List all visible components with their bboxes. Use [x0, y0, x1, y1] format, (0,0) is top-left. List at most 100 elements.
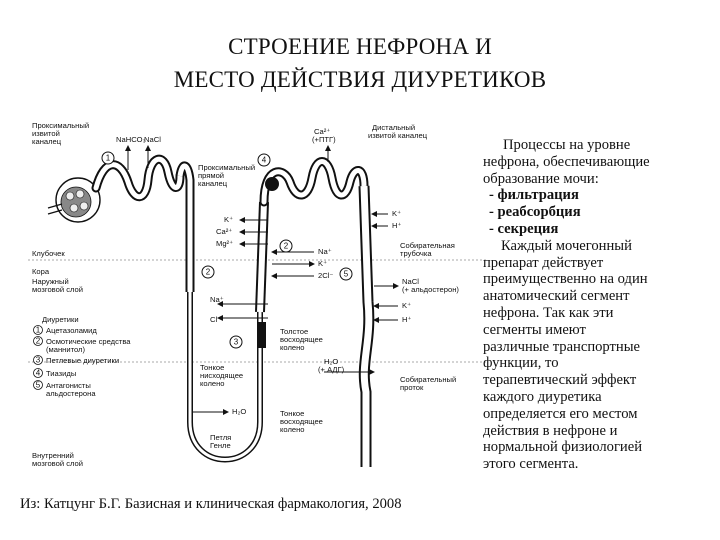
label-proximal-convoluted: каналец: [32, 137, 62, 146]
panel-line: сегменты имеют: [483, 321, 586, 338]
label-proximal-straight: Проксимальный: [198, 163, 255, 172]
label-ca-pth: Ca²⁺: [314, 127, 330, 136]
label-outer-medulla: мозговой слой: [32, 285, 83, 294]
label-inner-medulla: мозговой слой: [32, 459, 83, 468]
site-number: 2: [206, 268, 211, 277]
panel-line: действия в нефроне и: [483, 422, 618, 439]
legend-number: 2: [36, 337, 41, 346]
legend-item: (маннитол): [46, 345, 85, 354]
title-line-1: СТРОЕНИЕ НЕФРОНА И: [228, 34, 492, 59]
legend-number: 4: [36, 369, 41, 378]
label-glomerulus: Клубочек: [32, 249, 65, 258]
label-na: Na⁺: [318, 247, 332, 256]
site-number: 3: [234, 338, 239, 347]
label-h2o-adh: (+ АДГ): [318, 365, 345, 374]
label-thin-ascending: Тонкое: [280, 409, 304, 418]
label-h2o-adh: H₂O: [324, 357, 338, 366]
legend-item: Петлевые диуретики: [46, 356, 119, 365]
label-outer-medulla: Наружный: [32, 277, 69, 286]
legend-number: 5: [36, 381, 41, 390]
label-collecting-duct: проток: [400, 383, 424, 392]
label-nahco3: NaHCO₃: [116, 135, 146, 144]
legend-title: Диуретики: [42, 315, 79, 324]
label-h: H⁺: [392, 221, 402, 230]
label-inner-medulla: Внутренний: [32, 451, 74, 460]
nephron-diagram-svg: 1 2 3 4 5 2 Проксимальный извитой канале…: [28, 122, 488, 468]
label-collecting-duct: Собирательный: [400, 375, 456, 384]
label-ca-pth: (+ПТГ): [312, 135, 336, 144]
label-thick-ascending: Толстое: [280, 327, 308, 336]
label-thick-ascending: колено: [280, 343, 305, 352]
panel-line: препарат действует: [483, 254, 604, 271]
panel-line: нормальной физиологией: [483, 439, 643, 456]
label-thin-descending: Тонкое: [200, 363, 224, 372]
site-number: 1: [106, 154, 111, 163]
legend-item: Тиазиды: [46, 369, 76, 378]
glomerulus: [47, 177, 101, 223]
label-2cl: 2Cl⁻: [318, 271, 333, 280]
legend-item: Ацетазоламид: [46, 326, 97, 335]
panel-bullet-reabsorption: - реабсорбция: [489, 204, 581, 221]
label-k: K⁺: [402, 301, 411, 310]
panel-line: Процессы на уровне: [503, 137, 631, 153]
processes-text-panel: Процессы на уровне нефрона, обеспечивающ…: [483, 137, 713, 473]
label-proximal-convoluted: Проксимальный: [32, 122, 89, 130]
legend-item: Осмотические средства: [46, 337, 131, 346]
label-cortex: Кора: [32, 267, 50, 276]
panel-line: функции, то: [483, 355, 559, 372]
panel-line: анатомический сегмент: [483, 288, 630, 305]
panel-line: нефрона, обеспечивающие: [483, 153, 650, 170]
label-h2o: H₂O: [232, 407, 246, 416]
legend-number: 3: [36, 356, 41, 365]
label-thin-ascending: колено: [280, 425, 305, 434]
label-loop-henle: Петля: [210, 433, 231, 442]
label-proximal-straight: прямой: [198, 171, 224, 180]
source-caption: Из: Катцунг Б.Г. Базисная и клиническая …: [20, 496, 402, 512]
label-k: K⁺: [318, 259, 327, 268]
distal-dark-segment: [265, 177, 279, 191]
legend-item: альдостерона: [46, 389, 96, 398]
title-line-2: МЕСТО ДЕЙСТВИЯ ДИУРЕТИКОВ: [173, 67, 547, 92]
macula-dark-segment: [258, 322, 266, 348]
site-number: 4: [262, 156, 267, 165]
nephron-diagram: 1 2 3 4 5 2 Проксимальный извитой канале…: [28, 122, 488, 487]
label-collecting-tubule: Собирательная: [400, 241, 455, 250]
panel-line: различные транспортные: [483, 338, 641, 355]
diuretics-legend: Диуретики 1 Ацетазоламид 2 Осмотические …: [33, 315, 131, 398]
panel-line: нефрона. Так как эти: [483, 304, 614, 321]
label-distal-convoluted: извитой каналец: [368, 131, 428, 140]
label-k: K⁺: [392, 209, 401, 218]
panel-bullet-filtration: - фильтрация: [489, 187, 579, 204]
label-mg: Mg²⁺: [216, 239, 233, 248]
label-na: Na⁺: [210, 295, 224, 304]
panel-line: этого сегмента.: [483, 456, 579, 473]
legend-item: Антагонисты: [46, 381, 91, 390]
page-title: СТРОЕНИЕ НЕФРОНА И МЕСТО ДЕЙСТВИЯ ДИУРЕТ…: [0, 30, 720, 96]
site-markers: 1 2 3 4 5 2: [101, 151, 353, 349]
panel-line: преимущественно на один: [483, 271, 648, 288]
label-thick-ascending: восходящее: [280, 335, 323, 344]
transport-arrows: [125, 145, 399, 415]
label-nacl-aldosterone: NaCl: [402, 277, 419, 286]
panel-line: терапевтический эффект: [483, 372, 637, 389]
label-thin-ascending: восходящее: [280, 417, 323, 426]
panel-line: образование мочи:: [483, 170, 599, 187]
label-loop-henle: Генле: [210, 441, 231, 450]
label-collecting-tubule: трубочка: [400, 249, 432, 258]
label-nacl-top: NaCl: [144, 135, 161, 144]
label-nacl-aldosterone: (+ альдостерон): [402, 285, 459, 294]
label-proximal-convoluted: извитой: [32, 129, 60, 138]
label-h: H⁺: [402, 315, 412, 324]
site-number: 2: [284, 242, 289, 251]
label-cl: Cl⁻: [210, 315, 221, 324]
label-distal-convoluted: Дистальный: [372, 123, 415, 132]
label-thin-descending: нисходящее: [200, 371, 243, 380]
panel-bullet-secretion: - секреция: [489, 220, 559, 237]
label-ca: Ca²⁺: [216, 227, 232, 236]
panel-line: каждого диуретика: [483, 388, 602, 405]
label-k: K⁺: [224, 215, 233, 224]
label-thin-descending: колено: [200, 379, 225, 388]
panel-line: Каждый мочегонный: [501, 237, 632, 254]
label-proximal-straight: каналец: [198, 179, 228, 188]
site-number: 5: [344, 270, 349, 279]
